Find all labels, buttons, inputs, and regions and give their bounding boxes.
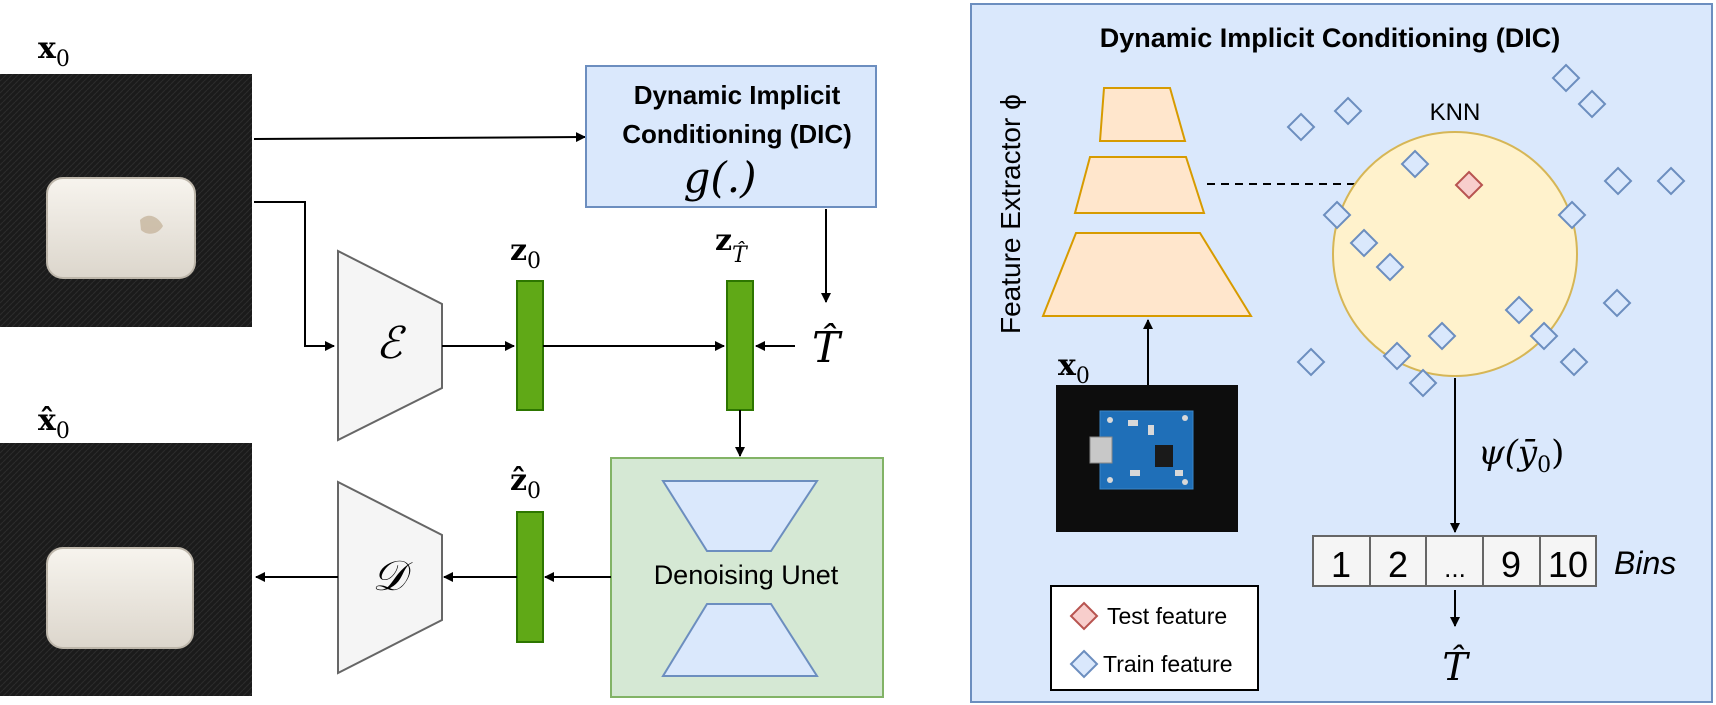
image-to-encoder-arrow (254, 201, 335, 351)
train-feature-diamond (1529, 321, 1559, 351)
pcb-image (1056, 385, 1238, 532)
train-feature-diamond (1408, 368, 1438, 398)
psi-label: ψ(ȳ0) (1478, 433, 1564, 478)
train-feature-diamond (1427, 321, 1457, 351)
train-feature-diamond (1577, 89, 1607, 119)
zt-label: zT̂ (715, 223, 749, 268)
bin-10: 10 (1548, 544, 1588, 585)
train-feature-diamond (1603, 166, 1633, 196)
train-feature-diamond (1375, 252, 1405, 282)
legend-test-label: Test feature (1107, 603, 1227, 629)
feature-extractor-label: Feature Extractor ϕ (995, 94, 1026, 334)
bins-label: Bins (1614, 545, 1676, 581)
train-feature-diamond (1333, 96, 1363, 126)
right-x0-label: x0 (1058, 348, 1090, 389)
train-feature-points (1286, 63, 1686, 398)
decoder-block: 𝒟 (337, 480, 443, 675)
bin-2: 2 (1388, 544, 1408, 585)
bin-9: 9 (1501, 544, 1521, 585)
encoder-symbol: ℰ (376, 318, 407, 369)
image-to-dic-arrow (253, 132, 586, 143)
train-feature-diamond (1504, 295, 1534, 325)
dic-box-func: g(.) (683, 153, 756, 202)
bin-ellipsis: ... (1444, 553, 1466, 583)
x0-label: x0 (38, 31, 70, 72)
denoising-unet-block: Denoising Unet (610, 457, 884, 698)
legend: Test feature Train feature (1050, 585, 1259, 691)
bin-1: 1 (1331, 544, 1351, 585)
train-feature-diamond (1349, 228, 1379, 258)
legend-test-icon (1069, 601, 1099, 631)
train-feature-diamond (1557, 200, 1587, 230)
zhat0-label: ẑ0 (510, 463, 541, 504)
dic-panel-title: Dynamic Implicit Conditioning (DIC) (1100, 23, 1561, 53)
train-feature-diamond (1296, 347, 1326, 377)
xhat0-label: x̂0 (38, 403, 70, 444)
zhat0-latent (516, 511, 544, 643)
train-feature-diamond (1382, 341, 1412, 371)
zt-latent (726, 280, 754, 411)
encoder-block: ℰ (337, 249, 443, 442)
z0-latent (516, 280, 544, 411)
train-feature-diamond (1656, 166, 1686, 196)
that-symbol-left: T̂ (812, 321, 843, 372)
train-feature-diamond (1400, 149, 1430, 179)
knn-label: KNN (1430, 99, 1481, 126)
train-feature-diamond (1559, 347, 1589, 377)
dic-box: Dynamic Implicit Conditioning (DIC) g(.) (585, 65, 877, 208)
that-symbol-right: T̂ (1442, 645, 1470, 689)
legend-train-label: Train feature (1103, 651, 1233, 677)
input-capsule-image (0, 74, 252, 327)
dic-box-line2: Conditioning (DIC) (622, 119, 852, 149)
feature-extractor-stack (1041, 87, 1253, 317)
unet-label: Denoising Unet (654, 560, 839, 590)
bins-row: 1 2 ... 9 10 (1312, 535, 1597, 587)
train-feature-diamond (1551, 63, 1581, 93)
test-feature-point (1454, 170, 1484, 200)
z0-label: z0 (510, 233, 541, 274)
output-capsule-image (0, 443, 252, 696)
train-feature-diamond (1286, 112, 1316, 142)
train-feature-diamond (1602, 288, 1632, 318)
legend-train-icon (1069, 649, 1099, 679)
dic-box-line1: Dynamic Implicit (634, 80, 841, 110)
train-feature-diamond (1322, 200, 1352, 230)
